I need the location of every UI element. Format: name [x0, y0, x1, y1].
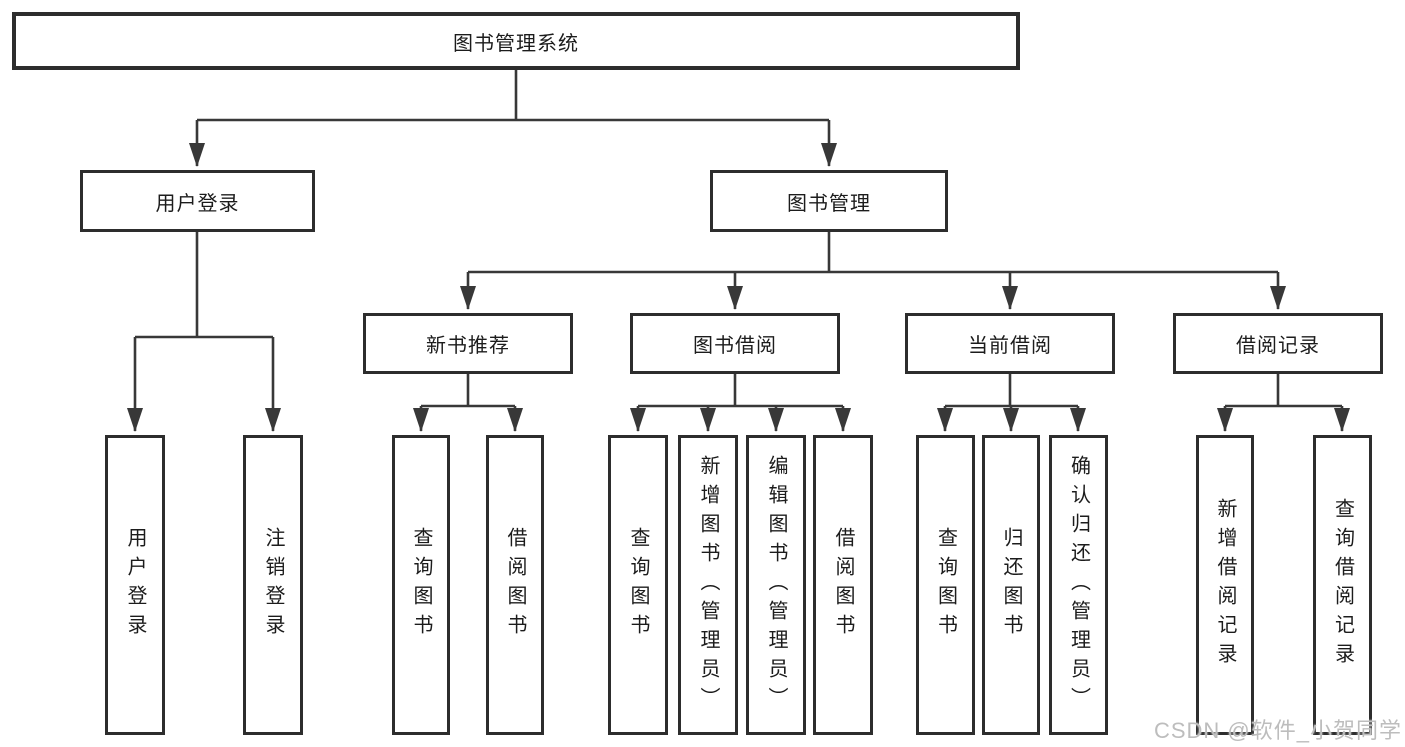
node-user-login: 用户登录 — [80, 170, 315, 232]
node-label: 查询借阅记录 — [1331, 498, 1354, 672]
csdn-watermark: CSDN @软件_小贺同学 — [1153, 718, 1402, 743]
leaf-current-query: 查询图书 — [916, 435, 975, 735]
node-borrow-records: 借阅记录 — [1173, 313, 1383, 374]
node-label: 确认归还（管理员） — [1067, 454, 1090, 716]
leaf-borrow-query: 查询图书 — [608, 435, 668, 735]
node-label: 用户登录 — [155, 192, 240, 215]
leaf-borrow-edit-admin: 编辑图书（管理员） — [746, 435, 806, 735]
node-new-book-recommend: 新书推荐 — [363, 313, 573, 374]
node-label: 借阅图书 — [504, 527, 526, 643]
leaf-record-add: 新增借阅记录 — [1196, 435, 1254, 735]
node-book-management: 图书管理 — [710, 170, 948, 232]
node-label: 注销登录 — [262, 527, 284, 643]
node-label: 当前借阅 — [968, 335, 1052, 357]
node-label: 借阅记录 — [1236, 335, 1320, 357]
leaf-borrow-book: 借阅图书 — [813, 435, 873, 735]
leaf-current-return: 归还图书 — [982, 435, 1040, 735]
node-current-borrow: 当前借阅 — [905, 313, 1115, 374]
node-label: 图书管理 — [787, 192, 871, 215]
leaf-current-confirm-admin: 确认归还（管理员） — [1049, 435, 1108, 735]
node-label: 用户登录 — [124, 527, 146, 643]
node-label: 新书推荐 — [426, 335, 510, 357]
leaf-record-query: 查询借阅记录 — [1313, 435, 1372, 735]
leaf-user-login: 用户登录 — [105, 435, 165, 735]
leaf-newbook-borrow: 借阅图书 — [486, 435, 544, 735]
leaf-newbook-query: 查询图书 — [392, 435, 450, 735]
node-book-borrow: 图书借阅 — [630, 313, 840, 374]
leaf-borrow-add-admin: 新增图书（管理员） — [678, 435, 738, 735]
node-label: 图书借阅 — [693, 335, 777, 357]
node-label: 查询图书 — [934, 527, 957, 643]
leaf-logout: 注销登录 — [243, 435, 303, 735]
node-label: 新增图书（管理员） — [697, 454, 719, 716]
node-label: 借阅图书 — [832, 527, 854, 643]
node-label: 查询图书 — [627, 527, 649, 643]
node-label: 查询图书 — [410, 527, 432, 643]
node-label: 新增借阅记录 — [1214, 498, 1236, 672]
node-label: 归还图书 — [1000, 527, 1022, 643]
node-label: 图书管理系统 — [453, 32, 579, 55]
node-system-root: 图书管理系统 — [12, 12, 1020, 70]
node-label: 编辑图书（管理员） — [765, 454, 787, 716]
